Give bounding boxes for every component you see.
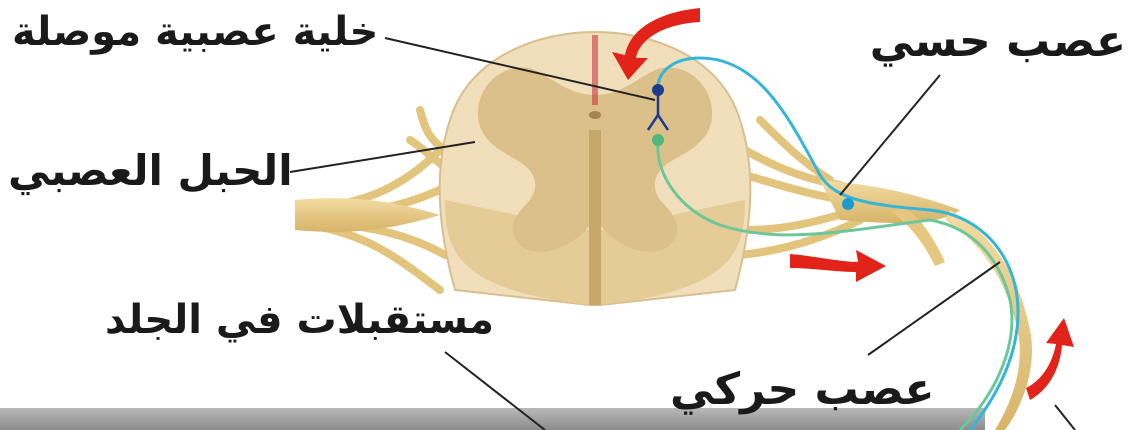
left-nerve-trunk [295, 198, 440, 232]
label-motor-nerve: عصب حركي [670, 368, 935, 412]
flow-arrow-right [1026, 318, 1074, 400]
label-skin-receptors: مستقبلات في الجلد [105, 300, 494, 340]
leader-skin [1055, 405, 1075, 430]
leader-motor [868, 262, 1000, 355]
central-canal [589, 111, 601, 119]
flow-arrow-middle [790, 250, 886, 282]
label-spinal-cord: الحبل العصبي [8, 150, 293, 192]
interneuron-body [652, 84, 664, 96]
label-interneuron: خلية عصبية موصلة [12, 12, 378, 52]
right-nerve-trunk [820, 180, 960, 223]
dorsal-fissure [592, 35, 598, 105]
label-sensory-nerve: عصب حسي [870, 20, 1126, 64]
sensory-cell-body [842, 198, 854, 210]
leader-sensory [840, 75, 940, 195]
ventral-fissure [589, 130, 601, 305]
motor-cell-body [652, 134, 664, 146]
